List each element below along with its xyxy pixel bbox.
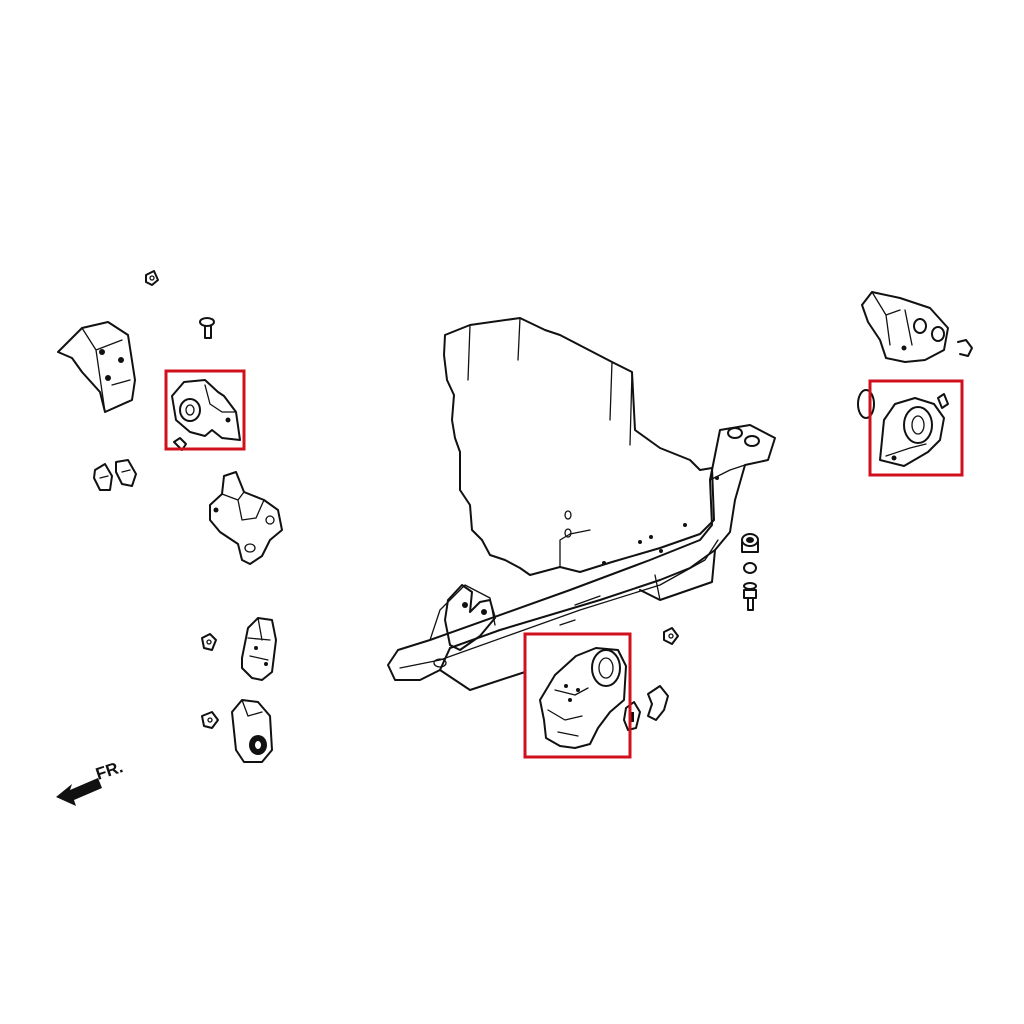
left-engine-mount	[171, 379, 241, 451]
rear-washer	[623, 701, 641, 731]
right-engine-mount	[857, 389, 949, 467]
nut-lower-left-2	[201, 711, 219, 729]
rear-transmission-mount	[539, 647, 627, 749]
nut-top-left	[145, 270, 159, 286]
transmission-bracket-left	[209, 471, 283, 565]
highlight-box-rear-mount	[523, 632, 632, 759]
engine-block-outline	[443, 317, 715, 576]
rear-stopper-clip	[647, 685, 669, 721]
highlight-box-left-mount	[164, 369, 246, 451]
front-direction-indicator: FR.	[56, 757, 125, 806]
left-mount-bracket	[57, 321, 136, 413]
bolt-upper-left	[199, 317, 215, 339]
nut-lower-left-1	[201, 633, 217, 651]
front-mount-bracket	[241, 617, 277, 681]
highlight-box-right-mount	[868, 379, 964, 477]
front-engine-mount	[231, 699, 273, 763]
front-direction-label: FR.	[93, 757, 125, 784]
subframe-crossmember	[387, 424, 776, 691]
front-arrow-icon	[56, 778, 102, 806]
nut-rear	[663, 627, 679, 645]
clip-right	[957, 339, 973, 357]
highlight-boxes	[164, 369, 964, 759]
rubber-stoppers-left	[93, 459, 137, 491]
bolt-stack-center	[741, 533, 759, 611]
right-mount-bracket	[861, 291, 949, 363]
